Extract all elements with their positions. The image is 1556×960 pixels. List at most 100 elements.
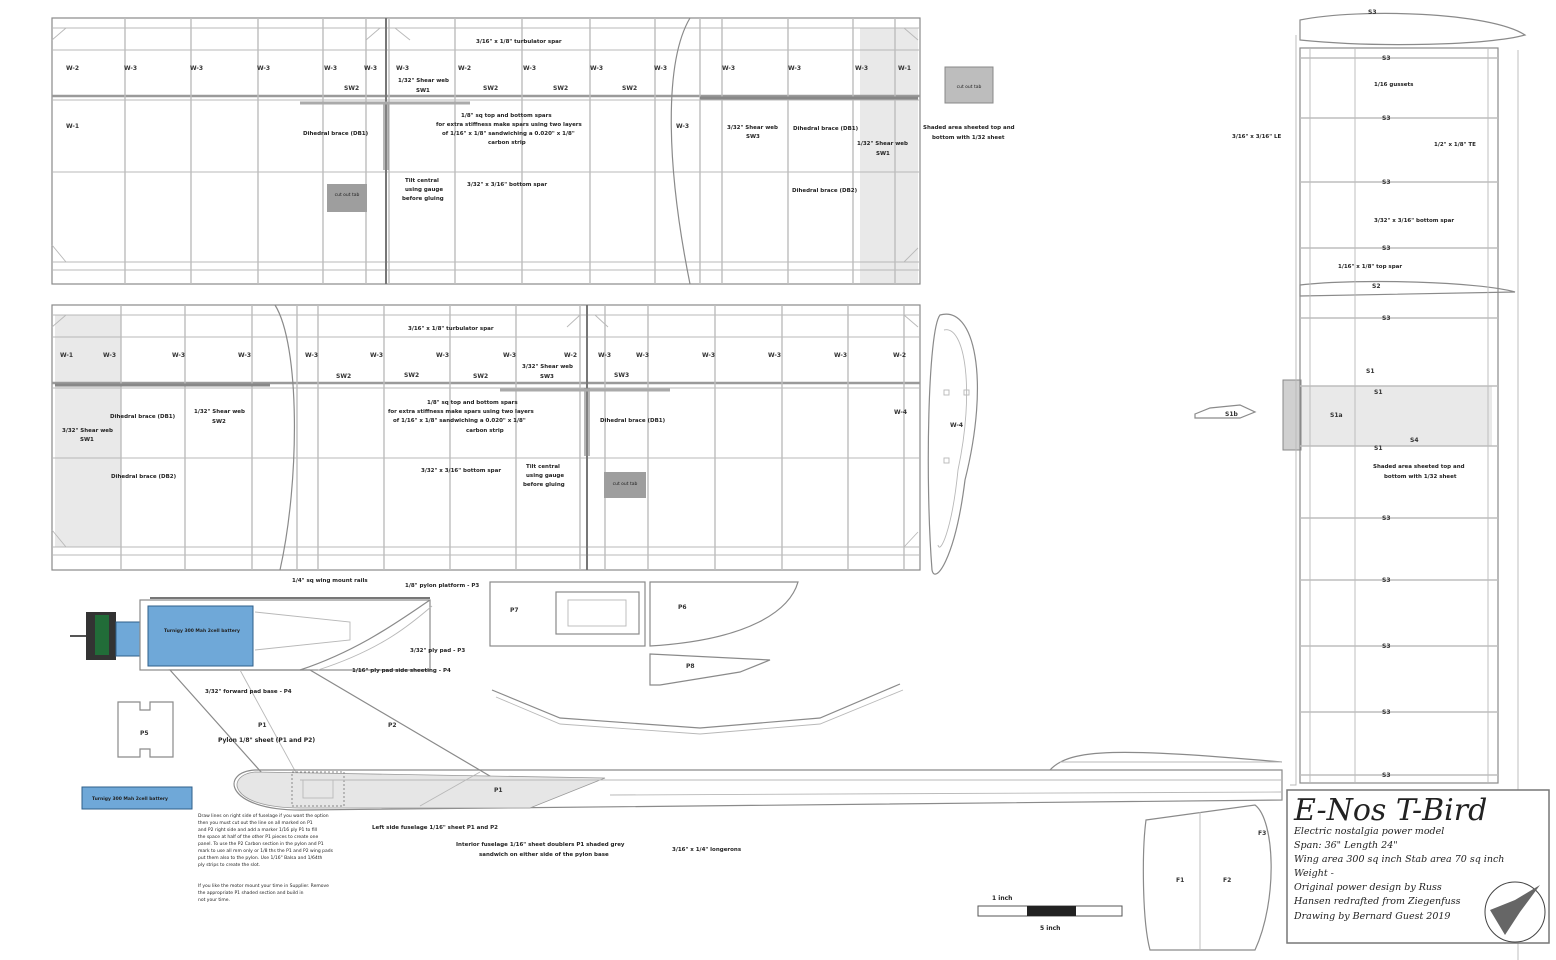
svg-text:W-3: W-3 (172, 352, 185, 359)
svg-text:P7: P7 (510, 607, 519, 614)
svg-text:put them also to the pylon. Us: put them also to the pylon. Use 1/16" Ba… (198, 855, 322, 861)
svg-text:ply strips to create the slot.: ply strips to create the slot. (198, 862, 260, 868)
stab-ribs (1300, 57, 1498, 776)
svg-text:S3: S3 (1382, 315, 1391, 322)
top-wing-outline (51, 17, 921, 285)
svg-text:W-3: W-3 (103, 352, 116, 359)
svg-text:the appropriate P1 shaded sect: the appropriate P1 shaded section and bu… (198, 890, 304, 896)
svg-text:P1: P1 (494, 787, 503, 794)
svg-text:S3: S3 (1382, 772, 1391, 779)
sw-label: SW2 (336, 373, 351, 380)
top-wing-note: before gluing (402, 196, 444, 202)
svg-text:S1: S1 (1374, 389, 1383, 396)
top-wing-note: using gauge (405, 187, 443, 193)
stab-outline (1299, 47, 1499, 784)
title-line: Weight - (1294, 868, 1334, 879)
svg-text:W-2: W-2 (458, 65, 471, 72)
svg-text:W-3: W-3 (238, 352, 251, 359)
svg-text:W-2: W-2 (893, 352, 906, 359)
top-wing-note: Dihedral brace (DB1) (303, 131, 369, 137)
svg-text:S1a: S1a (1330, 412, 1343, 419)
svg-text:P8: P8 (686, 663, 695, 670)
fuselage-note: 1/8" pylon platform - P3 (405, 583, 479, 589)
title-line: Drawing by Bernard Guest 2019 (1293, 911, 1450, 922)
bottom-wing-panel: cut out tab W-1 W-3 W-3 W-3 W-3 W-3 W-3 … (51, 304, 921, 571)
svg-text:S2: S2 (1372, 283, 1381, 290)
fuselage-note: 3/32" ply pad - P3 (410, 648, 465, 654)
top-wing-note: 3/16" x 1/8" turbulator spar (476, 39, 562, 45)
top-wing-shaded-tip (860, 28, 918, 283)
svg-text:P1: P1 (258, 722, 267, 729)
svg-text:S3: S3 (1382, 709, 1391, 716)
svg-text:W-3: W-3 (702, 352, 715, 359)
svg-text:W-1: W-1 (66, 123, 79, 130)
svg-text:W-3: W-3 (324, 65, 337, 72)
top-wing-note: for extra stiffness make spars using two… (436, 122, 583, 128)
svg-text:mark to use all mm only or 1/8: mark to use all mm only or 1/8 ths the P… (198, 848, 334, 854)
svg-text:S3: S3 (1382, 643, 1391, 650)
battery-pack (147, 605, 254, 667)
svg-text:1/2" x 1/8" TE: 1/2" x 1/8" TE (1434, 142, 1476, 148)
svg-text:W-3: W-3 (722, 65, 735, 72)
svg-text:W-4: W-4 (894, 409, 907, 416)
bottom-wing-shaded-tip (55, 315, 121, 547)
fuselage-note: 3/16" x 1/4" longerons (672, 847, 742, 853)
tail-boom (233, 769, 1283, 811)
svg-text:S3: S3 (1382, 245, 1391, 252)
svg-text:and P2 right side and add a ma: and P2 right side and add a marker 1/16 … (198, 827, 317, 833)
svg-text:W-3: W-3 (364, 65, 377, 72)
fuselage-parts: P5 Turnigy 300 Mah 2cell battery P7 P6 P… (81, 581, 904, 810)
svg-text:W-3: W-3 (654, 65, 667, 72)
svg-text:P6: P6 (678, 604, 687, 611)
top-wing-note: 1/8" sq top and bottom spars (461, 113, 552, 119)
svg-text:W-3: W-3 (370, 352, 383, 359)
bottom-wing-ribs (120, 305, 905, 570)
svg-text:F3: F3 (1258, 830, 1266, 837)
top-wing-note: 3/32" Shear web (727, 125, 778, 131)
svg-text:S3: S3 (1382, 577, 1391, 584)
part-p5 (117, 701, 174, 758)
svg-text:S3: S3 (1382, 55, 1391, 62)
top-wing-note: Shaded area sheeted top and (923, 125, 1015, 131)
sw-label: SW2 (553, 85, 568, 92)
svg-text:1/16" x 1/8" top spar: 1/16" x 1/8" top spar (1338, 264, 1402, 270)
svg-text:W-3: W-3 (676, 123, 689, 130)
top-wing-spare-tab (944, 66, 994, 104)
bottom-wing-note: Dihedral brace (DB2) (111, 474, 177, 480)
fuselage-note: Left side fuselage 1/16" sheet P1 and P2 (372, 825, 498, 831)
svg-text:W-3: W-3 (598, 352, 611, 359)
battery-template-label: Turnigy 300 Mah 2cell battery (92, 796, 168, 802)
battery-label: Turnigy 300 Mah 2cell battery (164, 628, 240, 634)
spare-tab-label: cut out tab (957, 84, 982, 90)
svg-text:W-3: W-3 (396, 65, 409, 72)
top-wing-note: SW1 (416, 88, 430, 94)
top-wing-panel: cut out tab cut out tab W-2 W-3 W-3 W-3 … (51, 17, 1015, 285)
stab-part-label: S1b (1225, 411, 1238, 418)
fuselage-note: sandwich on either side of the pylon bas… (479, 852, 609, 858)
sw-label: SW2 (404, 372, 419, 379)
stabilizer: S3 S3 S3 S3 S3 S2 S3 S1 S1 S1a S4 S1 S3 … (1232, 9, 1527, 960)
part-p6 (649, 581, 799, 647)
svg-text:S3: S3 (1382, 179, 1391, 186)
scale-bar: 1 inch 5 inch (977, 895, 1123, 932)
top-wing-rib-labels: W-2 W-3 W-3 W-3 W-3 W-3 W-3 W-2 W-3 W-3 … (66, 65, 911, 130)
sw-label: SW2 (483, 85, 498, 92)
svg-text:W-3: W-3 (257, 65, 270, 72)
svg-text:W-4: W-4 (950, 422, 963, 429)
fin: F1 F2 F3 (1142, 804, 1272, 951)
bottom-wing-note: 1/8" sq top and bottom spars (427, 400, 518, 406)
sw-label: SW2 (622, 85, 637, 92)
top-wing-note: 1/32" Shear web (857, 141, 908, 147)
stab-shaded-center (1300, 386, 1492, 446)
svg-text:S3: S3 (1368, 9, 1377, 16)
bottom-wing-note: 3/32" Shear web (522, 364, 573, 370)
top-wing-note: of 1/16" x 1/8" sandwiching a 0.020" x 1… (442, 131, 575, 137)
top-wing-note: 1/32" Shear web (398, 78, 449, 84)
bottom-wing-note: 1/32" Shear web (194, 409, 245, 415)
stab-rib-profile (1299, 12, 1527, 46)
fuselage-side: Turnigy 300 Mah 2cell battery P1 P2 Pylo… (70, 578, 1283, 858)
battery-template (81, 786, 193, 810)
svg-text:W-3: W-3 (834, 352, 847, 359)
svg-text:Shaded area sheeted top and: Shaded area sheeted top and (1373, 464, 1465, 470)
